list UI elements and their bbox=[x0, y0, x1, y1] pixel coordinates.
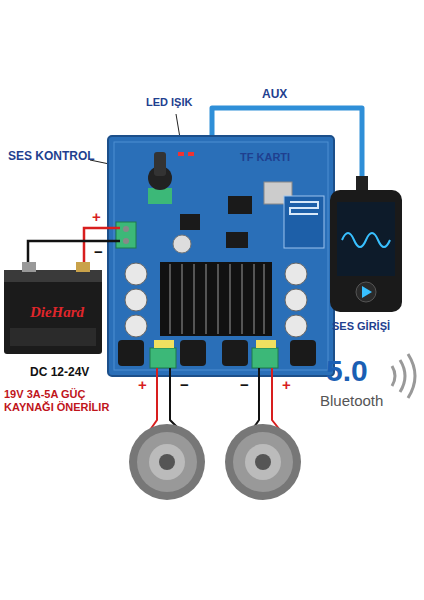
part-label: TF KARTI bbox=[240, 151, 290, 164]
battery: DieHard bbox=[4, 262, 110, 354]
brand-label: Bluetooth bbox=[320, 392, 383, 409]
part-label: LED IŞIK bbox=[146, 96, 192, 109]
version-number: 5.0 bbox=[326, 354, 368, 389]
polarity-sign: − bbox=[240, 376, 249, 393]
battery-brand: DieHard bbox=[4, 304, 110, 321]
polarity-sign: + bbox=[92, 208, 101, 225]
polarity-sign: − bbox=[94, 243, 103, 260]
polarity-sign: + bbox=[138, 376, 147, 393]
voltage-label: DC 12-24V bbox=[30, 366, 89, 380]
polarity-sign: − bbox=[180, 376, 189, 393]
polarity-sign: + bbox=[282, 376, 291, 393]
part-label: SES GİRİŞİ bbox=[332, 320, 390, 333]
part-label: SES KONTROL bbox=[8, 150, 95, 164]
power-note: 19V 3A-5A GÜÇ KAYNAĞI ÖNERİLIR bbox=[4, 388, 116, 413]
part-label: AUX bbox=[262, 88, 287, 102]
